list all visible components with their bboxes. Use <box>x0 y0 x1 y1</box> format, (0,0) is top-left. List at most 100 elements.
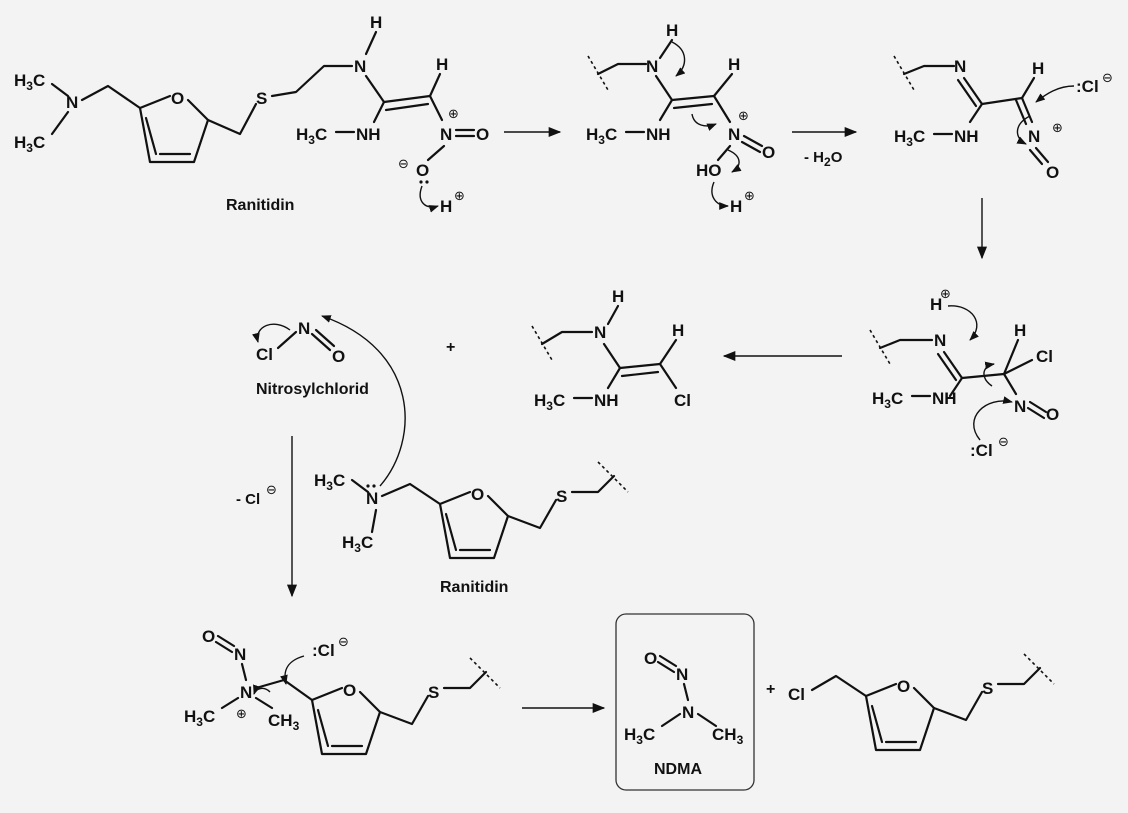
intermediate-nitrile: N H3C NH H N ⊕ O :Cl ⊖ <box>893 55 1113 182</box>
svg-text:⊖: ⊖ <box>398 157 409 172</box>
nitrosoammonium-intermediate: O N N ⊕ H3C CH3 :Cl ⊖ O S <box>184 627 501 756</box>
h3c-label: H3C <box>14 71 45 93</box>
ndma-product: O N N H3C CH3 NDMA <box>615 613 755 791</box>
n-atom: N <box>354 57 366 76</box>
s-atom: S <box>256 89 267 108</box>
svg-text:H3C: H3C <box>314 471 345 493</box>
svg-text:H3C: H3C <box>872 389 903 411</box>
intermediate-chloronitroso: H ⊕ N H3C NH H Cl N O :Cl ⊖ <box>869 287 1059 460</box>
ndma-box <box>615 613 755 791</box>
h3c-label: H3C <box>894 127 925 149</box>
h-atom: H <box>730 197 742 216</box>
minus-h2o-label: - H2O <box>804 149 843 169</box>
plus-sign: + <box>766 681 775 698</box>
chloride-ion: :Cl <box>312 641 335 660</box>
svg-text:⊕: ⊕ <box>940 287 951 302</box>
h3c-label: H3C <box>184 707 215 729</box>
nh-label: NH <box>932 389 957 408</box>
svg-text:H3C: H3C <box>534 391 565 413</box>
h3c-label: H3C <box>296 125 327 147</box>
svg-text:⊖: ⊖ <box>1102 71 1113 86</box>
svg-text:⊕: ⊕ <box>454 189 465 204</box>
nh-label: NH <box>954 127 979 146</box>
svg-text:⊖: ⊖ <box>998 435 1009 450</box>
o-atom: O <box>343 681 356 700</box>
svg-text:⊕: ⊕ <box>738 109 749 124</box>
h-atom: H <box>930 295 942 314</box>
o-atom: O <box>332 347 345 366</box>
h3c-label: H3C <box>872 389 903 411</box>
n-atom: N <box>440 125 452 144</box>
svg-text:CH3: CH3 <box>712 725 744 747</box>
ndma-label: NDMA <box>654 761 702 778</box>
svg-text:⊕: ⊕ <box>744 189 755 204</box>
cl-atom: Cl <box>1036 347 1053 366</box>
cl-atom: Cl <box>788 685 805 704</box>
svg-text:H3C: H3C <box>14 133 45 155</box>
h-atom: H <box>436 55 448 74</box>
h3c-label: H3C <box>586 125 617 147</box>
svg-text:H3C: H3C <box>624 725 655 747</box>
svg-text:⊕: ⊕ <box>1052 121 1063 136</box>
n-atom: N <box>954 57 966 76</box>
h3c-label: H3C <box>314 471 345 493</box>
nitrosylchlorid-label: Nitrosylchlorid <box>256 381 369 398</box>
n-atom: N <box>934 331 946 350</box>
nh-label: NH <box>646 125 671 144</box>
minus-cl-label: - Cl <box>236 491 260 508</box>
vinyl-chloride-product: H N H3C NH H Cl <box>531 287 691 413</box>
n-atom: N <box>366 489 378 508</box>
n-atom: N <box>676 665 688 684</box>
s-atom: S <box>556 487 567 506</box>
ranitidin-molecule: H3C H3C N O S N H H3C NH H N ⊕ O O ⊖ H ⊕… <box>14 13 489 216</box>
n-atom: N <box>728 125 740 144</box>
n-atom: N <box>682 703 694 722</box>
h3c-label: H3C <box>534 391 565 413</box>
ch3-label: CH3 <box>712 725 744 747</box>
h-atom: H <box>370 13 382 32</box>
plus-sign: + <box>446 339 455 356</box>
svg-text:H3C: H3C <box>894 127 925 149</box>
ranitidin-label: Ranitidin <box>226 197 294 214</box>
cl-atom: Cl <box>256 345 273 364</box>
h-atom: H <box>666 21 678 40</box>
n-atom: N <box>1014 397 1026 416</box>
h3c-label: H3C <box>342 533 373 555</box>
h-atom: H <box>1014 321 1026 340</box>
cl-atom: Cl <box>674 391 691 410</box>
svg-text:CH3: CH3 <box>268 711 300 733</box>
nh-label: NH <box>594 391 619 410</box>
chloride-ion: :Cl <box>970 441 993 460</box>
o-atom: O <box>897 677 910 696</box>
o-atom: O <box>644 649 657 668</box>
o-atom: O <box>1046 405 1059 424</box>
ranitidin-molecule: H3C H3C N O S Ranitidin <box>314 461 629 596</box>
nitrosyl-chloride-molecule: Cl N O Nitrosylchlorid <box>252 319 369 398</box>
o-atom: O <box>416 161 429 180</box>
svg-text:H3C: H3C <box>342 533 373 555</box>
svg-text:H3C: H3C <box>184 707 215 729</box>
h-atom: H <box>672 321 684 340</box>
h-atom: H <box>440 197 452 216</box>
n-atom: N <box>646 57 658 76</box>
chloromethyl-furan-product: Cl O S <box>788 653 1055 752</box>
o-atom: O <box>762 143 775 162</box>
h-atom: H <box>612 287 624 306</box>
ch3-label: CH3 <box>268 711 300 733</box>
chloride-ion: :Cl <box>1076 77 1099 96</box>
h-atom: H <box>728 55 740 74</box>
n-atom: N <box>298 319 310 338</box>
nucleophilic-attack-arrow <box>321 315 406 487</box>
n-atom: N <box>1028 127 1040 146</box>
ranitidin-label: Ranitidin <box>440 579 508 596</box>
svg-text:⊖: ⊖ <box>338 635 349 650</box>
svg-text:H3C: H3C <box>14 71 45 93</box>
svg-text:H3C: H3C <box>296 125 327 147</box>
svg-text:⊖: ⊖ <box>266 483 277 498</box>
svg-text:H3C: H3C <box>586 125 617 147</box>
h3c-label: H3C <box>624 725 655 747</box>
o-atom: O <box>471 485 484 504</box>
n-atom: N <box>234 645 246 664</box>
o-atom: O <box>1046 163 1059 182</box>
